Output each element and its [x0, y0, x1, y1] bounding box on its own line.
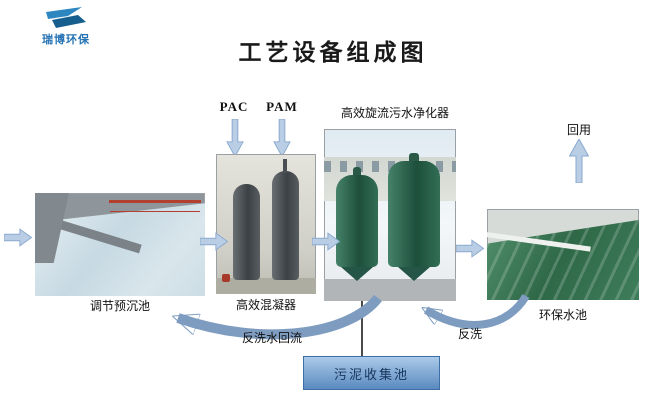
pac-dosing-arrow: [226, 119, 244, 157]
sludge-collection-box: 污泥收集池: [303, 356, 440, 390]
photo-adjustment-presettling-pool: [35, 193, 205, 296]
ecopool-label: 环保水池: [538, 308, 587, 322]
photo-cyclone-purifier: [324, 129, 456, 301]
coagulator-to-purifier-arrow: [312, 232, 340, 251]
page-title: 工艺设备组成图: [238, 40, 428, 65]
reuse-arrow: [569, 139, 589, 183]
purifier-tank-shape: [336, 167, 378, 281]
backwash-return-label: 反洗水回流: [241, 331, 302, 345]
pool1-label: 调节预沉池: [89, 299, 150, 313]
inlet-flow-arrow: [4, 228, 32, 247]
purifier-cone-shape: [398, 267, 430, 281]
backwash-return-arrow: [150, 294, 382, 340]
coagulator-valve-shape: [222, 274, 230, 282]
ecopool-streaks-shape: [487, 219, 639, 300]
pool-railing-shape: [109, 200, 201, 203]
purifier-label: 高效旋流污水净化器: [340, 106, 449, 120]
company-brand-text: 瑞博环保: [42, 34, 90, 46]
pool-to-coagulator-arrow: [200, 232, 228, 251]
backwash-label: 反洗: [457, 327, 482, 341]
purifier-cone-shape: [341, 267, 373, 281]
purifier-ground-shape: [324, 279, 456, 301]
backwash-arrow: [408, 293, 530, 329]
reuse-label: 回用: [566, 123, 591, 137]
coagulator-pipe-shape: [283, 159, 287, 173]
coagulator-ground-shape: [216, 278, 316, 294]
pam-label: PAM: [266, 99, 298, 114]
sludge-collection-label: 污泥收集池: [333, 366, 409, 382]
company-logo-icon: [44, 7, 88, 34]
pam-dosing-arrow: [273, 119, 291, 157]
coagulator-tank-shape: [233, 184, 260, 280]
purifier-tank-shape: [388, 153, 440, 281]
pac-label: PAC: [219, 99, 249, 114]
coagulator-tank-shape: [272, 171, 299, 280]
coagulator-label: 高效混凝器: [235, 298, 296, 312]
photo-coagulator: [216, 154, 316, 294]
photo-eco-pool: [487, 209, 639, 300]
purifier-sludge-connector-line: [361, 301, 363, 356]
purifier-to-ecopool-arrow: [456, 239, 484, 258]
